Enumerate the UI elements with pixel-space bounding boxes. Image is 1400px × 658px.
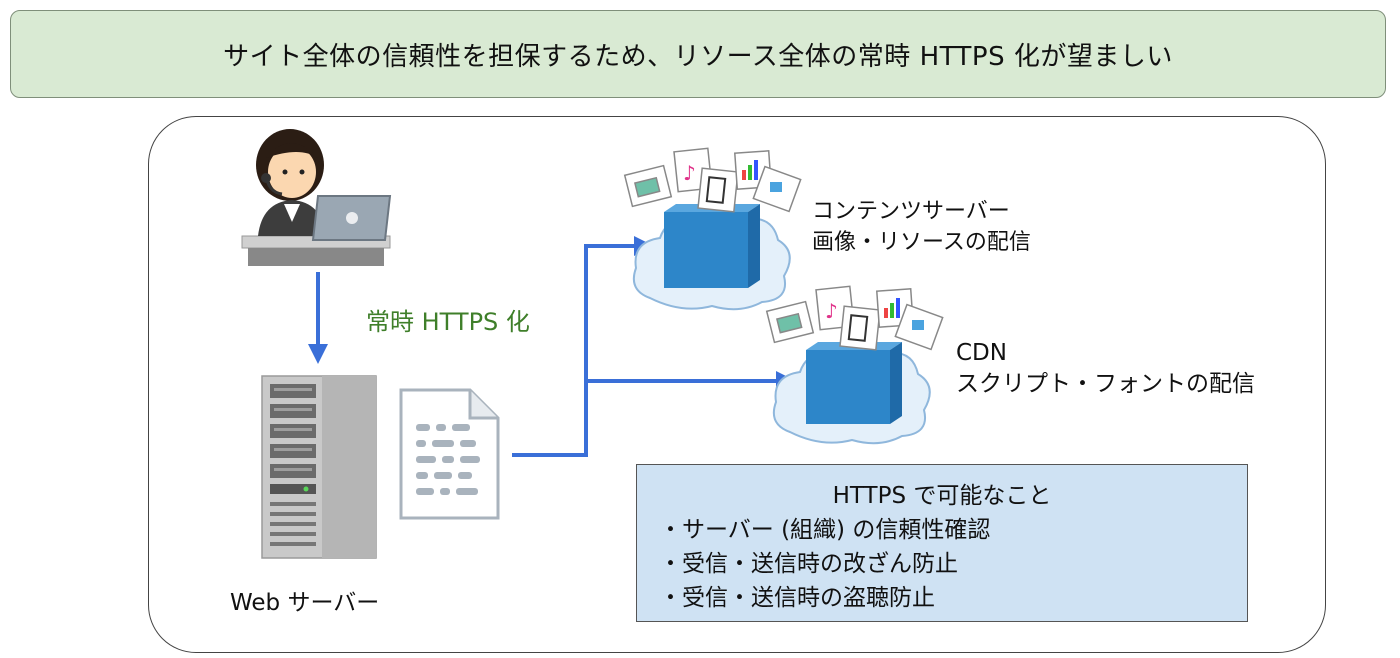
cdn-cloud-icon: ♪: [765, 285, 944, 445]
content-server-cloud-icon: ♪: [623, 147, 802, 311]
web-server-label: Web サーバー: [230, 590, 380, 616]
https-benefits-box: HTTPS で可能なこと ・サーバー (組織) の信頼性確認 ・受信・送信時の改…: [636, 464, 1248, 622]
https-label: 常時 HTTPS 化: [366, 308, 530, 336]
banner-text: サイト全体の信頼性を担保するため、リソース全体の常時 HTTPS 化が望ましい: [223, 41, 1173, 72]
content-server-desc: 画像・リソースの配信: [812, 230, 1031, 255]
svg-text:♪: ♪: [683, 161, 696, 185]
cdn-label: CDN スクリプト・フォントの配信: [956, 338, 1255, 400]
cdn-desc: スクリプト・フォントの配信: [956, 371, 1255, 397]
info-item: ・受信・送信時の盗聴防止: [659, 585, 935, 611]
web-server-icon: [261, 375, 377, 559]
diagram-frame: [148, 116, 1326, 653]
user-laptop-icon: [241, 129, 392, 266]
content-server-arrow: [512, 236, 654, 457]
header-banner: サイト全体の信頼性を担保するため、リソース全体の常時 HTTPS 化が望ましい: [10, 10, 1386, 98]
info-item: ・サーバー (組織) の信頼性確認: [659, 517, 991, 543]
content-server-label: コンテンツサーバー 画像・リソースの配信: [812, 196, 1031, 258]
info-title: HTTPS で可能なこと: [832, 483, 1052, 509]
content-server-title: コンテンツサーバー: [812, 199, 1010, 224]
cdn-title: CDN: [956, 340, 1007, 366]
svg-text:♪: ♪: [825, 299, 838, 323]
info-item: ・受信・送信時の改ざん防止: [659, 551, 958, 577]
document-icon: [399, 388, 500, 520]
